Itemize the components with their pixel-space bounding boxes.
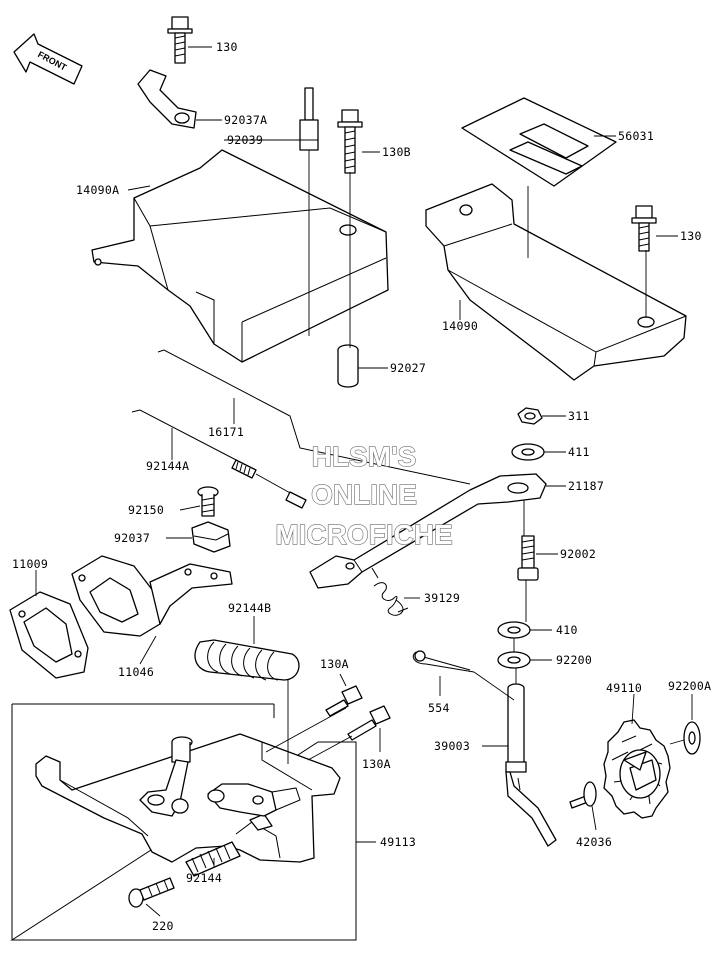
callout-130-top: 130 [216, 40, 238, 54]
bolt-130b [337, 109, 363, 174]
spring-92144 [185, 841, 241, 877]
callout-130-right: 130 [680, 229, 702, 243]
bolt-92002 [517, 535, 539, 581]
watermark: HLSM'S ONLINE MICROFICHE [275, 440, 454, 550]
callout-220: 220 [152, 919, 174, 933]
callout-21187: 21187 [568, 479, 604, 493]
callout-39129: 39129 [424, 591, 460, 605]
callout-11009: 11009 [12, 557, 48, 571]
callout-92144b: 92144B [228, 601, 271, 615]
callout-56031: 56031 [618, 129, 654, 143]
lever-21187 [309, 473, 547, 589]
callout-92037a: 92037A [224, 113, 267, 127]
shaft-39003 [505, 683, 557, 847]
callout-14090: 14090 [442, 319, 478, 333]
callout-49113: 49113 [380, 835, 416, 849]
callout-92144: 92144 [186, 871, 222, 885]
spring-rod-92144a [131, 409, 307, 509]
callout-130b: 130B [382, 145, 411, 159]
bracket-14090a [91, 149, 389, 363]
watermark-line3: MICROFICHE [275, 519, 452, 550]
lever-arm [139, 736, 301, 817]
callout-92002: 92002 [560, 547, 596, 561]
clamp-92037a [137, 69, 197, 129]
plate-11046 [71, 555, 233, 637]
callout-39003: 39003 [434, 739, 470, 753]
gasket-11009 [9, 591, 89, 679]
bolt-130-top [167, 16, 193, 64]
callout-92150: 92150 [128, 503, 164, 517]
callout-92037: 92037 [114, 531, 150, 545]
front-arrow-icon: FRONT [13, 33, 83, 85]
spring-39129 [371, 567, 409, 616]
assembly-box-49113 [10, 703, 357, 941]
governor-bracket-49113 [35, 733, 341, 863]
spring-92144b [194, 639, 300, 681]
callout-11046: 11046 [118, 665, 154, 679]
callout-130a-lower: 130A [362, 757, 391, 771]
bolt-130a-lower [347, 705, 391, 741]
callout-554: 554 [428, 701, 450, 715]
bolt-220 [128, 877, 175, 908]
spacer-92027 [337, 344, 359, 388]
bolt-130a-upper [325, 685, 363, 717]
callout-labels: 130 92037A 92039 130B 14090A 56031 130 1… [12, 40, 711, 933]
watermark-line1: HLSM'S [312, 441, 417, 472]
washer-92200 [497, 651, 531, 669]
watermark-line2: ONLINE [311, 479, 417, 510]
callout-16171: 16171 [208, 425, 244, 439]
washer-410 [497, 621, 531, 639]
callout-49110: 49110 [606, 681, 642, 695]
pin-42036 [569, 781, 597, 809]
cover-14090 [425, 183, 687, 381]
nut-311 [517, 407, 543, 425]
gear-49110 [603, 719, 671, 819]
rod-16171 [157, 349, 471, 485]
bolt-130-right [631, 205, 657, 252]
callout-92144a: 92144A [146, 459, 189, 473]
callout-42036: 42036 [576, 835, 612, 849]
callout-14090a: 14090A [76, 183, 119, 197]
label-56031 [461, 97, 617, 187]
clip-92037 [191, 521, 231, 553]
bolt-92150 [197, 486, 219, 517]
callout-410: 410 [556, 623, 578, 637]
callout-411: 411 [568, 445, 590, 459]
callout-92200: 92200 [556, 653, 592, 667]
callout-311: 311 [568, 409, 590, 423]
washer-411 [511, 443, 545, 461]
callout-92039: 92039 [227, 133, 263, 147]
callout-92200a: 92200A [668, 679, 711, 693]
pin-92039 [299, 87, 319, 151]
leader-lines [35, 46, 693, 917]
pin-554 [412, 650, 475, 673]
callout-130a-upper: 130A [320, 657, 349, 671]
callout-92027: 92027 [390, 361, 426, 375]
washer-92200a [683, 721, 701, 755]
